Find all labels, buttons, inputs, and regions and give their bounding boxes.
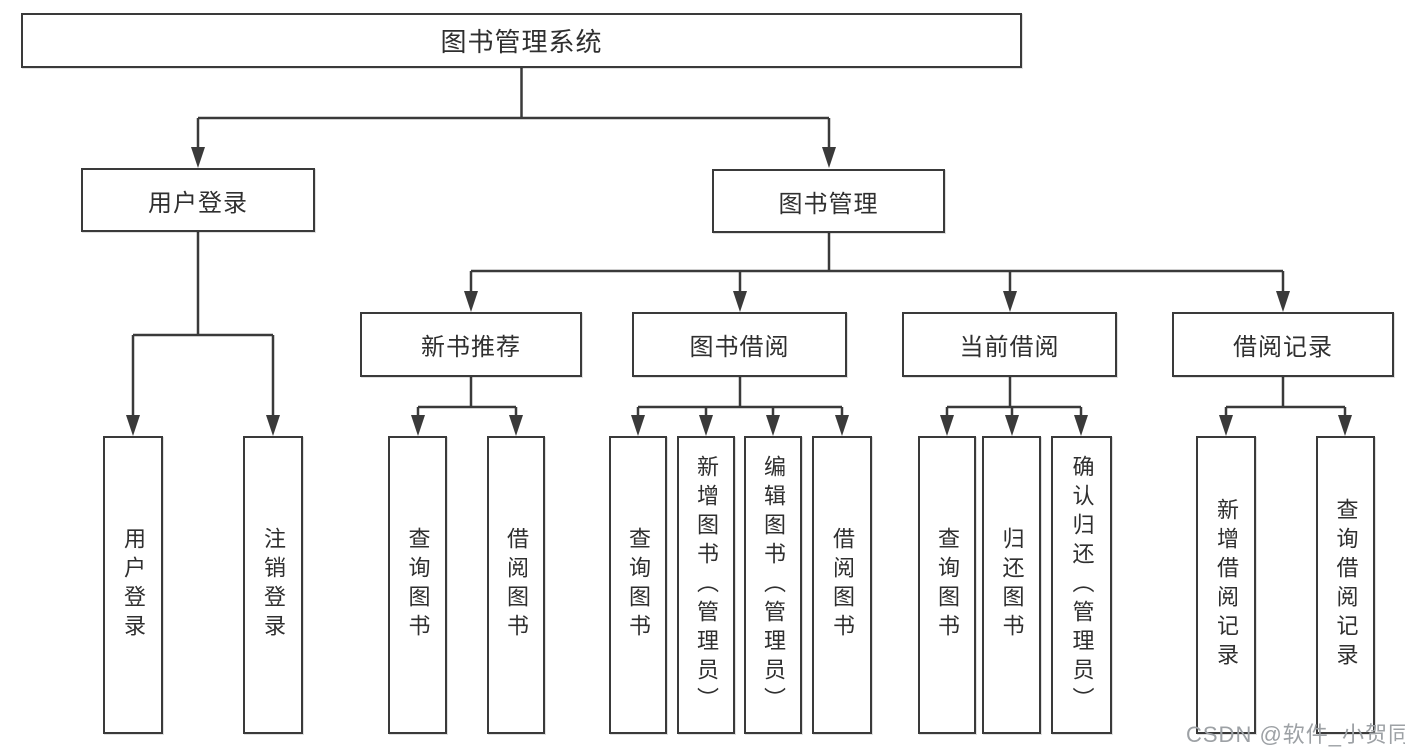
leaf-add-borrow-record: 新增借阅记录 [1196,436,1256,734]
node-library-management-system: 图书管理系统 [21,13,1022,68]
leaf-query-borrow-record: 查询借阅记录 [1316,436,1375,734]
leaf-query-books-2: 查询图书 [609,436,667,734]
leaf-borrow-books-1: 借阅图书 [487,436,545,734]
leaf-query-books-1: 查询图书 [388,436,447,734]
leaf-add-books-admin: 新增图书（管理员） [677,436,735,734]
leaf-return-books: 归还图书 [982,436,1041,734]
node-book-borrowing: 图书借阅 [632,312,847,377]
node-book-management: 图书管理 [712,169,945,233]
node-borrowing-records: 借阅记录 [1172,312,1394,377]
node-user-login: 用户登录 [81,168,315,232]
leaf-borrow-books-2: 借阅图书 [812,436,872,734]
watermark-text: CSDN @软件_小贺同学 [1186,722,1405,747]
node-current-borrowing: 当前借阅 [902,312,1117,377]
leaf-logout: 注销登录 [243,436,303,734]
leaf-confirm-return-admin: 确认归还（管理员） [1051,436,1112,734]
leaf-edit-books-admin: 编辑图书（管理员） [744,436,802,734]
leaf-user-login: 用户登录 [103,436,163,734]
leaf-query-books-3: 查询图书 [918,436,976,734]
node-new-book-recommend: 新书推荐 [360,312,582,377]
arrowheads [126,147,1352,436]
